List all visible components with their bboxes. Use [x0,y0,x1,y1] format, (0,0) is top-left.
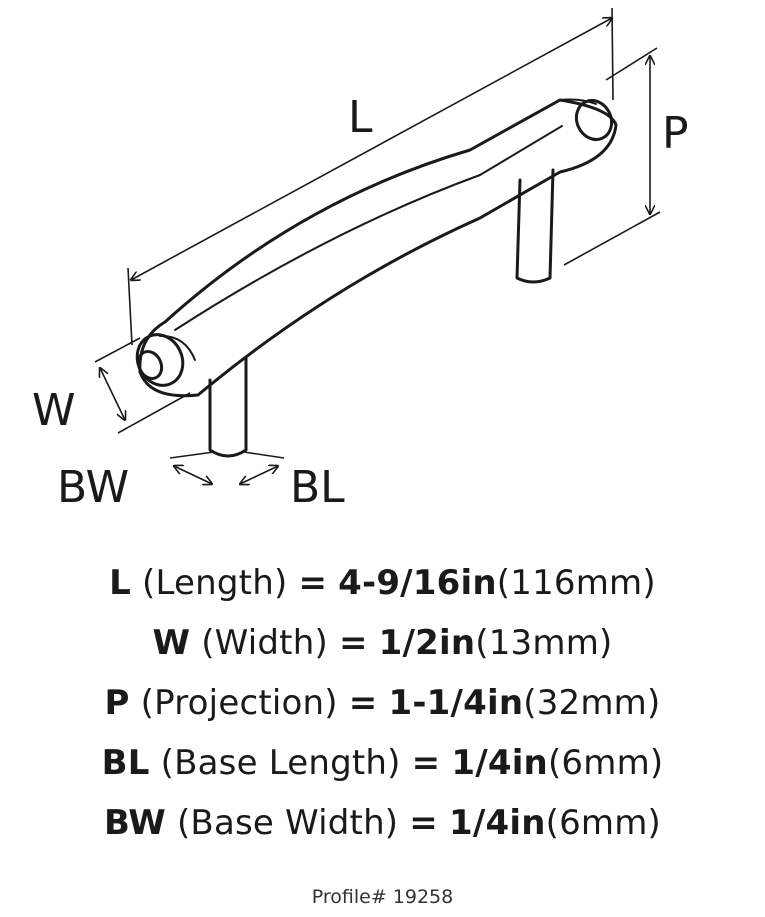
spec-projection: P (Projection) = 1-1/4in(32mm) [0,673,765,733]
spec-base-length: BL (Base Length) = 1/4in(6mm) [0,733,765,793]
spec-abbr: BW [103,803,166,843]
spec-name: (Base Length) [160,743,401,783]
spec-abbr: L [109,563,131,603]
BW-dimension-line [174,466,212,484]
spec-abbr: BL [101,743,150,783]
L-dimension-line [131,18,612,280]
handle-dimension-diagram: L P W BW BL [32,7,689,513]
spec-equals: = [409,803,438,843]
spec-abbr: W [152,623,191,663]
spec-equals: = [411,743,441,783]
P-extension-top [605,47,658,81]
handle-bar-highlight [174,125,563,331]
spec-equals: = [298,563,328,603]
W-extension-top [94,337,141,363]
spec-metric: (116mm) [496,563,656,603]
spec-equals: = [338,623,368,663]
spec-length: L (Length) = 4-9/16in(116mm) [0,553,765,613]
spec-width: W (Width) = 1/2in(13mm) [0,613,765,673]
spec-equals: = [348,683,378,723]
spec-name: (Base Width) [176,803,399,843]
spec-abbr: P [104,683,130,723]
spec-imperial: 1-1/4in [388,683,524,723]
spec-metric: (13mm) [475,623,613,663]
spec-metric: (6mm) [547,743,664,783]
W-label: W [32,385,76,436]
spec-base-width: BW (Base Width) = 1/4in(6mm) [0,793,765,853]
spec-name: (Projection) [140,683,338,723]
L-label: L [348,92,373,143]
W-dimension-line [100,368,125,420]
spec-imperial: 1/2in [378,623,476,663]
BL-label: BL [290,462,345,513]
BL-dimension-line [240,466,278,484]
left-post [208,356,248,458]
spec-name: (Width) [201,623,328,663]
profile-number: Profile# 19258 [311,886,454,908]
specification-list: L (Length) = 4-9/16in(116mm) W (Width) =… [0,553,765,853]
spec-metric: (6mm) [545,803,662,843]
dimension-lines [94,7,661,484]
cabinet-handle-drawing [135,98,618,458]
P-label: P [662,108,689,159]
spec-imperial: 1/4in [451,743,548,783]
L-extension-right [611,7,614,101]
handle-bar-body [138,98,618,398]
left-end-knob [136,349,164,381]
spec-imperial: 1/4in [449,803,546,843]
spec-imperial: 4-9/16in [338,563,497,603]
spec-metric: (32mm) [523,683,661,723]
P-extension-bottom [563,211,661,266]
BW-label: BW [57,462,129,513]
spec-name: (Length) [142,563,288,603]
W-extension-bottom [117,392,191,434]
